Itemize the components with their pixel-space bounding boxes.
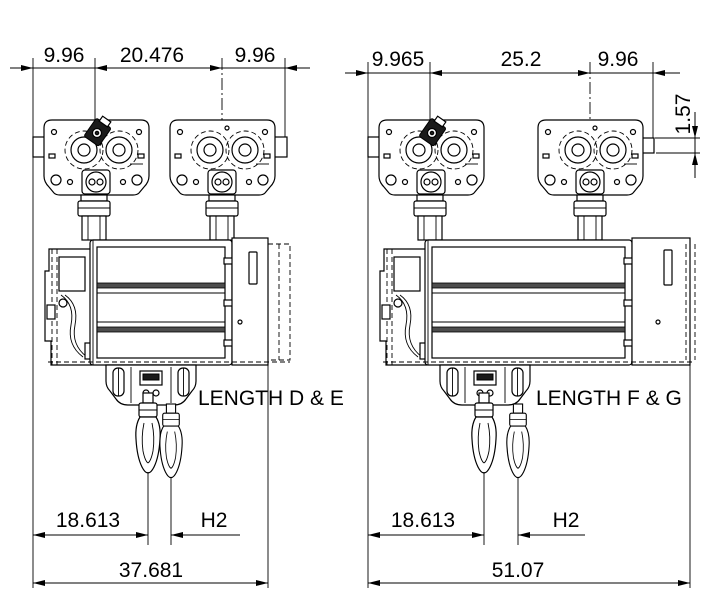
trolley-inner-panel <box>431 246 626 359</box>
side-frame <box>44 248 93 366</box>
motor-2-coupling <box>573 194 607 241</box>
motor-2-shaft-stub <box>273 136 288 158</box>
dim-overall-width: 37.681 <box>119 559 183 582</box>
dim-overall-width: 51.07 <box>492 559 545 582</box>
end-plate-hole <box>655 319 661 325</box>
length-label: LENGTH D & E <box>198 387 344 410</box>
dim-hook-offset: H2 <box>201 509 228 532</box>
dim-motor-offset-right: 9.96 <box>598 48 639 71</box>
drum-band-bottom <box>96 326 226 333</box>
dim-motor-offset-left: 9.965 <box>372 48 425 71</box>
length-label: LENGTH F & G <box>536 387 682 410</box>
end-plate-hole <box>237 319 243 325</box>
hook-1 <box>135 392 161 474</box>
drum-band-top <box>96 282 226 289</box>
side-frame <box>379 248 428 366</box>
drum-band-bottom <box>431 326 626 333</box>
motor-1-coupling <box>77 194 111 241</box>
hook-1 <box>471 392 497 474</box>
dim-motor-spacing: 20.476 <box>120 44 184 67</box>
end-plate <box>631 237 691 366</box>
motor-2 <box>169 119 276 196</box>
motor-1-coupling <box>413 194 447 241</box>
dim-motor-offset-left: 9.96 <box>44 44 85 67</box>
hoist-view-f-g: 9.965 25.2 9.96 1.57 LENGTH F & G 18.613… <box>345 48 700 588</box>
motor-2-coupling <box>205 194 239 241</box>
dim-hook-offset: H2 <box>553 509 580 532</box>
end-plate-slot <box>248 251 258 285</box>
hoist-view-d-e: 9.96 20.476 9.96 LENGTH D & E 18.613 H2 … <box>10 44 344 588</box>
hook-2 <box>506 403 530 479</box>
trolley-inner-panel <box>96 246 226 359</box>
drum-band-top <box>431 282 626 289</box>
dim-motor-offset-right: 9.96 <box>235 44 276 67</box>
motor-2-shaft-stub <box>641 137 655 154</box>
dim-motor-spacing: 25.2 <box>501 48 542 71</box>
end-plate-slot <box>663 249 673 286</box>
hook-2 <box>159 403 183 479</box>
dim-shaft-offset: 1.57 <box>672 94 695 135</box>
motor-2 <box>537 119 644 196</box>
dim-hook-position: 18.613 <box>56 509 120 532</box>
dim-hook-position: 18.613 <box>391 509 455 532</box>
